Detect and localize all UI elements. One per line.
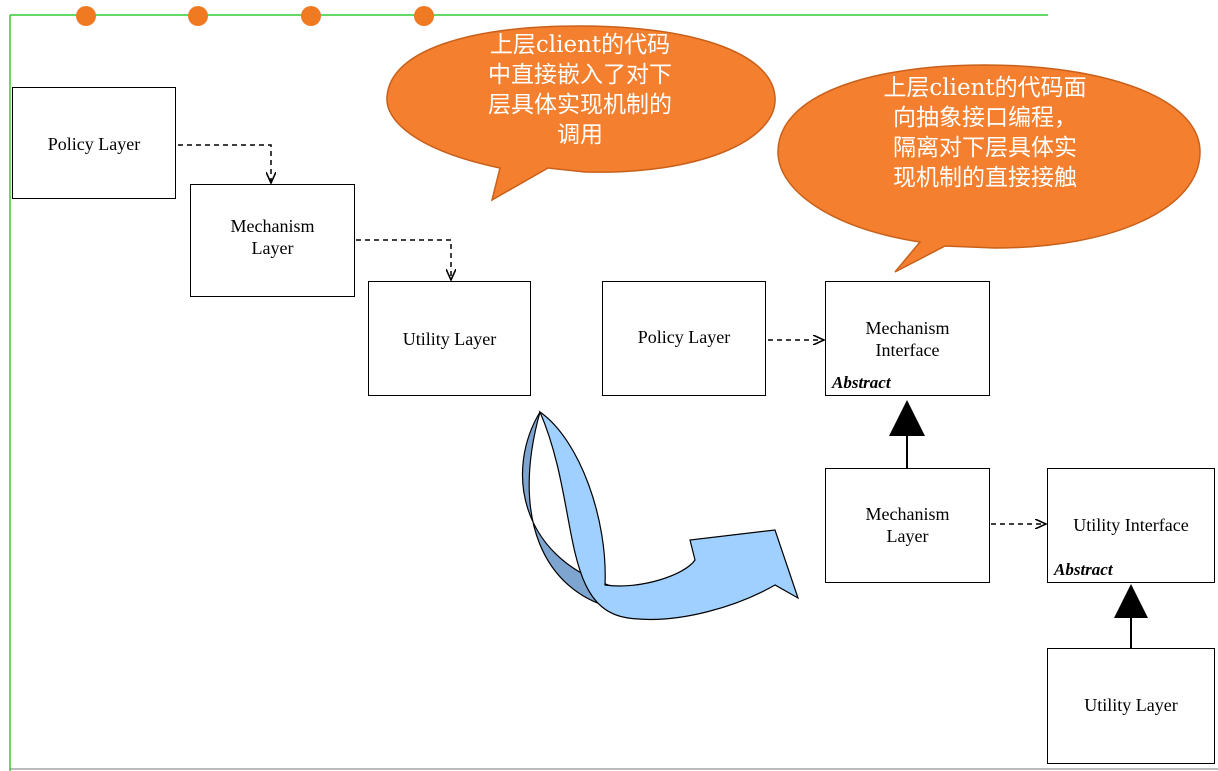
callout-bubble-right [777,64,1201,273]
decor-dot-3 [301,6,321,26]
after-utility-layer-label: Utility Layer [1084,695,1178,715]
before-utility-layer-label: Utility Layer [402,329,497,349]
before-mechanism-layer-label: Mechanism Layer [230,216,315,258]
before-policy-layer-label: Policy Layer [47,134,141,154]
utility-interface-box: Utility Interface Abstract [1047,468,1215,583]
before-utility-layer-box: Utility Layer [368,281,531,396]
after-mechanism-layer-label: Mechanism Layer [865,504,950,546]
after-policy-layer-box: Policy Layer [602,281,766,396]
arrow-mechanism-to-utility [356,239,451,280]
inherit-head-utility [1114,584,1148,618]
mechanism-interface-label: Mechanism Interface [865,318,950,360]
after-mechanism-layer-box: Mechanism Layer [825,468,990,583]
mechanism-interface-abstract-tag: Abstract [832,373,891,392]
utility-interface-label: Utility Interface [1073,515,1189,535]
decor-dot-1 [76,6,96,26]
callout-bubble-left [386,25,776,202]
callout-text-left: 上层client的代码 中直接嵌入了对下 层具体实现机制的 调用 [488,32,672,148]
decor-dot-4 [414,6,434,26]
mechanism-interface-box: Mechanism Interface Abstract [825,281,990,396]
arrow-policy-to-mechanism [178,144,271,183]
after-policy-layer-label: Policy Layer [637,327,731,347]
utility-interface-abstract-tag: Abstract [1054,560,1113,579]
inherit-head-mechanism [889,400,925,436]
decor-dot-2 [188,6,208,26]
transform-curved-arrow [521,410,800,621]
before-mechanism-layer-box: Mechanism Layer [190,184,355,297]
callout-text-right: 上层client的代码面 向抽象接口编程， 隔离对下层具体实 现机制的直接接触 [883,75,1087,191]
after-utility-layer-box: Utility Layer [1047,648,1215,764]
before-policy-layer-box: Policy Layer [12,87,176,199]
